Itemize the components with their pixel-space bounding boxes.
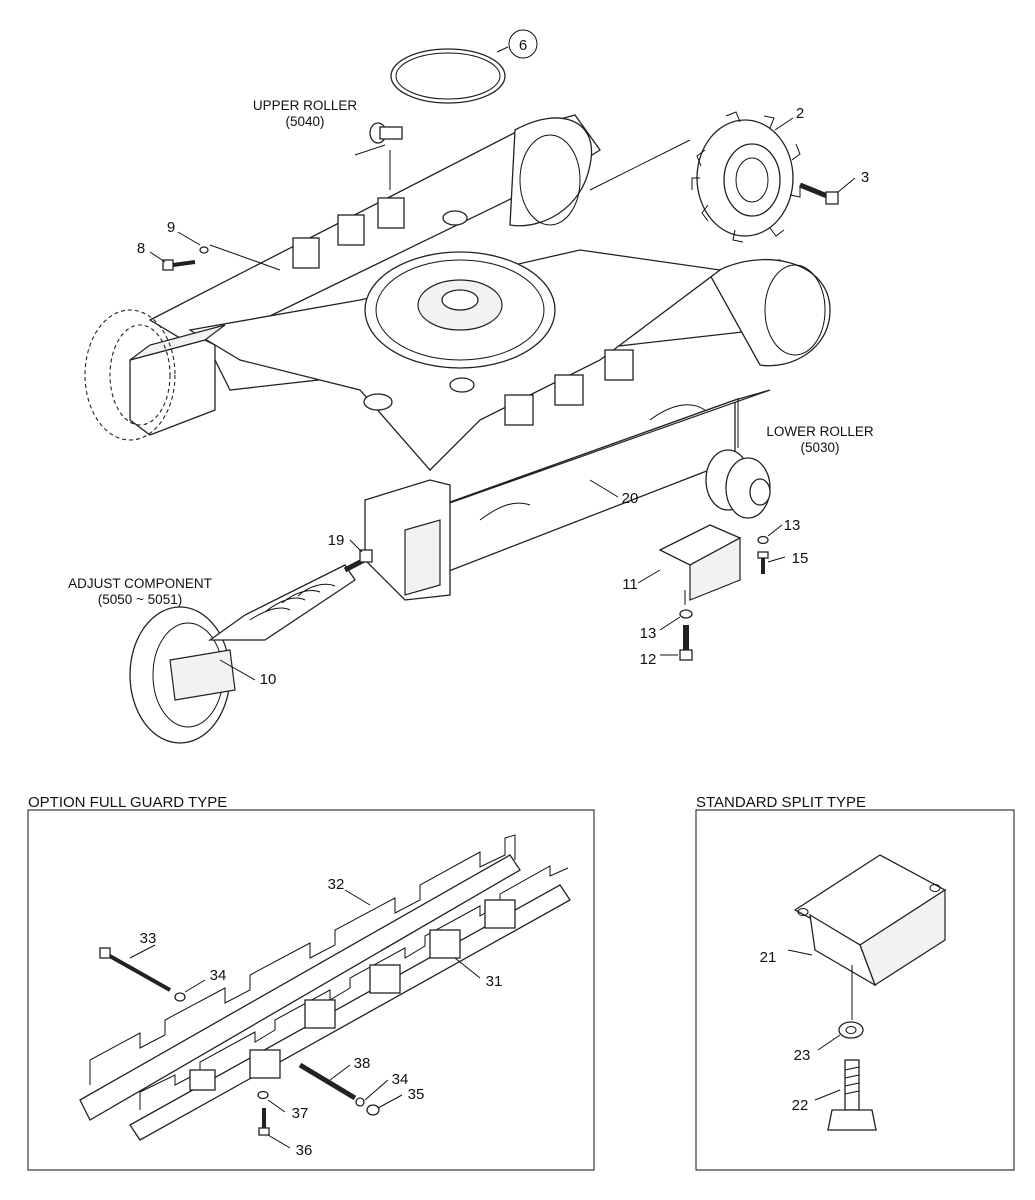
callout-11: 11 [622,576,638,593]
callout-6-circle [508,29,538,59]
adjust-component-code: (5050 ~ 5051) [98,592,182,607]
adjust-component-label: ADJUST COMPONENT [68,576,212,591]
callout-13b: 13 [640,625,657,642]
upper-roller-brackets [292,197,405,269]
callout-13a: 13 [784,517,801,534]
callout-20: 20 [622,490,639,507]
callout-9: 9 [167,219,175,236]
bolt-3-part [799,182,839,205]
callout-33: 33 [140,930,157,947]
full-guard-title: OPTION FULL GUARD TYPE [28,794,227,811]
split-type-title: STANDARD SPLIT TYPE [696,794,866,811]
callout-22: 22 [792,1097,809,1114]
lower-roller-label: LOWER ROLLER [766,424,874,439]
split-type-box [695,809,1015,1171]
callout-34a: 34 [210,967,227,984]
sprocket-part [691,111,801,243]
leader-lines [149,46,856,681]
upper-roller-code: (5040) [285,114,324,129]
callout-12: 12 [640,651,657,668]
callout-23: 23 [794,1047,811,1064]
lower-roller-code: (5030) [800,440,839,455]
callout-21: 21 [760,949,777,966]
callout-34b: 34 [392,1071,409,1088]
adjust-component-part [129,549,373,744]
o-ring-part [390,48,506,104]
full-guard-part [79,834,571,1141]
callout-2: 2 [796,105,804,122]
roller-guard-11-part [658,524,742,661]
upper-roller-label: UPPER ROLLER [253,98,358,113]
full-guard-box [27,809,595,1171]
callout-10: 10 [260,671,277,688]
washer-13-bolt-15-part [757,535,769,574]
track-frame [129,114,831,601]
callout-37: 37 [292,1105,309,1122]
callout-36: 36 [296,1142,313,1159]
callout-19: 19 [328,532,345,549]
callout-31: 31 [486,973,503,990]
callout-35: 35 [408,1086,425,1103]
callout-8: 8 [137,240,145,257]
split-guard-part [787,854,947,1131]
callout-15: 15 [792,550,809,567]
callout-32: 32 [328,876,345,893]
upper-roller-part [354,122,403,190]
callout-38: 38 [354,1055,371,1072]
rear-idler-dashed [84,309,176,441]
callout-3: 3 [861,169,869,186]
bolt-8-washer-9-part [162,246,209,271]
lower-roller-part [705,398,771,519]
lower-roller-brackets [504,349,634,426]
full-guard-leaders [129,889,481,1149]
callout-6: 6 [519,37,527,54]
